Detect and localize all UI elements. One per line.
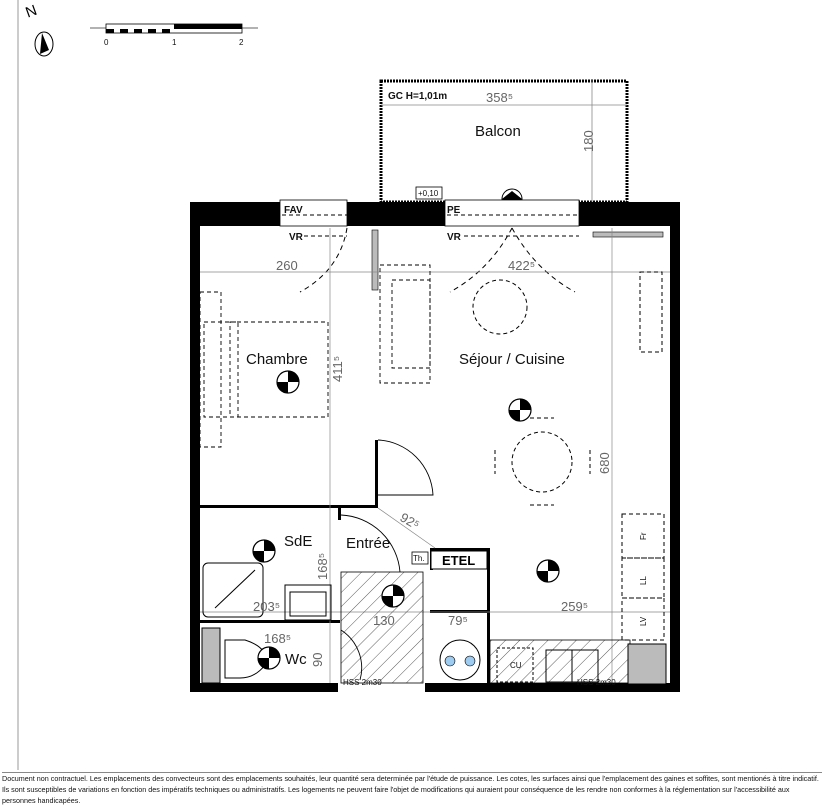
cooktop: [496, 647, 534, 683]
dim-door: 92⁵: [398, 510, 423, 533]
dim-sde-width: 203⁵: [253, 599, 280, 614]
window-pe-label: PE: [447, 205, 461, 216]
dim-wc-depth: 90: [310, 653, 325, 667]
kitchen-units: [621, 513, 665, 641]
bed: [199, 291, 329, 448]
disclaimer: Document non contractuel. Les emplacemen…: [2, 772, 822, 805]
cooktop-label: CU: [510, 661, 522, 670]
balcony: GC H=1,01m 358⁵ Balcon 180 +0,10: [379, 79, 629, 210]
dim-entree-width: 130: [373, 613, 395, 628]
north-compass: N: [23, 2, 54, 57]
railing-label: GC H=1,01m: [388, 91, 447, 102]
north-label: N: [23, 2, 39, 22]
shower: [202, 562, 264, 618]
dim-sejour-depth: 680: [597, 452, 612, 474]
kitchen-counter: [489, 639, 631, 684]
radiator: [639, 271, 663, 353]
scale-bar: 0 1 2: [90, 23, 258, 47]
level-label: +0,10: [418, 189, 439, 198]
dim-kitchen-width: 259⁵: [561, 599, 588, 614]
door-swing: [377, 439, 434, 496]
water-heater: [439, 639, 481, 681]
fridge-label: Fr: [639, 532, 648, 540]
room-label-wc: Wc: [285, 651, 307, 668]
shaft: [627, 643, 667, 685]
light-point-icon: [257, 646, 281, 670]
door-swing: [340, 629, 363, 681]
dimension-lines: [200, 228, 670, 683]
hatched-closet: [340, 571, 424, 684]
walls: [190, 202, 680, 692]
dim-wc-width: 168⁵: [264, 631, 291, 646]
compass-arrow-icon: [40, 33, 49, 54]
dim-etel-width: 79⁵: [448, 613, 468, 628]
washer-label: LL: [639, 576, 648, 585]
ceiling-height-label: HSS 2m30: [577, 678, 616, 687]
door-swing: [340, 514, 401, 573]
scale-tick: 1: [172, 38, 177, 47]
sofa: [379, 264, 431, 384]
dishwasher-label: LV: [639, 616, 648, 626]
light-point-icon: [381, 584, 405, 608]
scale-tick: 0: [104, 38, 109, 47]
light-point-icon: [508, 398, 532, 422]
balcony-width-dim: 358⁵: [486, 90, 513, 105]
shaft: [201, 627, 221, 684]
dim-chambre-width: 260: [276, 258, 298, 273]
washbasin: [284, 584, 332, 621]
room-label-sejour: Séjour / Cuisine: [459, 351, 565, 368]
dining-table: [494, 417, 591, 506]
room-label-chambre: Chambre: [246, 351, 308, 368]
ceiling-height-label: HSS 2m30: [343, 678, 382, 687]
light-point-icon: [536, 559, 560, 583]
dim-sejour-width: 422⁵: [508, 258, 535, 273]
thermostat-label: Th.: [413, 554, 425, 563]
scale-tick: 2: [239, 38, 244, 47]
shutter-label: VR: [289, 232, 304, 243]
balcony-depth-dim: 180: [581, 130, 596, 152]
room-label-entree: Entrée: [346, 535, 390, 552]
light-point-icon: [276, 370, 300, 394]
dim-chambre-depth: 411⁵: [330, 356, 345, 382]
etel-box: [430, 550, 488, 570]
etel-label: ETEL: [442, 553, 475, 568]
room-label-sde: SdE: [284, 533, 312, 550]
balcony-label: Balcon: [475, 123, 521, 140]
light-point-icon: [252, 539, 276, 563]
coffee-table: [472, 279, 528, 335]
windows: FAV PE VR VR: [279, 199, 580, 293]
dim-sde-depth: 168⁵: [315, 553, 330, 580]
shutter-label: VR: [447, 232, 462, 243]
window-fav-label: FAV: [284, 205, 303, 216]
